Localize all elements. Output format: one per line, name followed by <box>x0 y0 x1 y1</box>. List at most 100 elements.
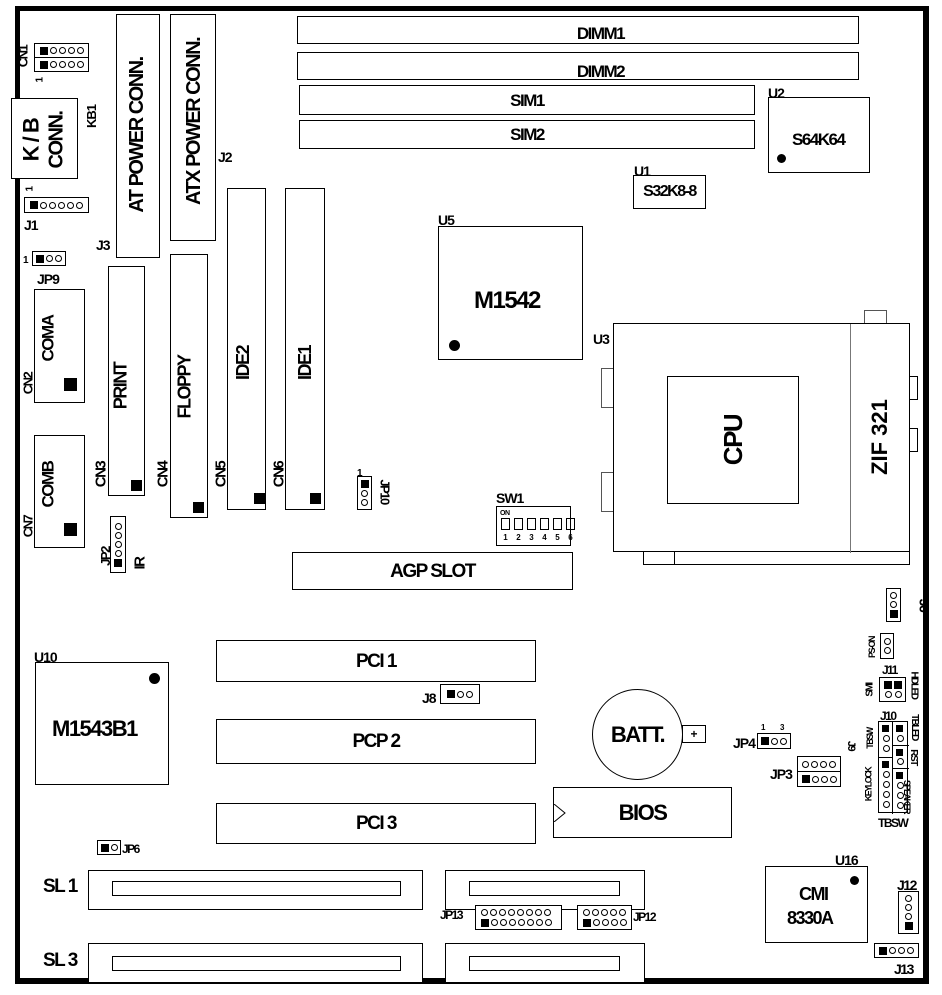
sw1-dip-switch[interactable]: ON 1 2 3 4 5 6 <box>496 506 575 546</box>
socket-lever-divider <box>850 324 851 553</box>
pin1-dot <box>149 673 160 684</box>
sl3-slot-long[interactable] <box>88 943 423 983</box>
ide2-connector[interactable]: IDE2 <box>227 188 266 510</box>
cn1-header-top[interactable] <box>34 43 89 58</box>
keylock-label: KEYLOCK <box>863 767 874 802</box>
j12-label: J12 <box>897 877 917 893</box>
u1-name: S32K8-8 <box>643 183 697 200</box>
j11-label: J11 <box>882 663 898 677</box>
j11-header[interactable] <box>879 677 906 702</box>
cn6-label: CN6 <box>270 461 288 488</box>
dimm2-slot[interactable]: DIMM2 <box>297 52 859 80</box>
bios-label: BIOS <box>618 799 668 825</box>
jp9-label: JP9 <box>37 271 60 287</box>
jp4-header[interactable] <box>757 733 791 749</box>
floppy-connector[interactable]: FLOPPY <box>170 254 208 518</box>
agp-label: AGP SLOT <box>390 560 476 582</box>
pin1-marker <box>64 378 77 391</box>
j6-header[interactable] <box>886 588 901 622</box>
u16-ref: U16 <box>835 852 859 868</box>
dip-pos-4: 4 <box>542 533 547 542</box>
ide1-connector[interactable]: IDE1 <box>285 188 325 510</box>
dip-toggle-6[interactable] <box>566 518 575 530</box>
sim1-label: SIM1 <box>510 90 545 110</box>
u10-chip: M1543B1 <box>35 662 169 785</box>
dimm1-label: DIMM1 <box>576 23 626 43</box>
sim1-slot[interactable]: SIM1 <box>299 85 755 115</box>
cn1-header-bottom[interactable] <box>34 57 89 72</box>
battery-label: BATT. <box>610 721 666 747</box>
jp2-label: JP2 <box>97 547 113 566</box>
atx-power-connector[interactable]: ATX POWER CONN. <box>170 14 216 241</box>
jp2-header[interactable] <box>110 516 126 573</box>
print-connector[interactable]: PRINT <box>108 266 145 496</box>
kb1-label: KB1 <box>84 104 100 129</box>
j8-label: J8 <box>422 690 437 706</box>
ide2-label: IDE2 <box>233 345 254 381</box>
dimm1-slot[interactable]: DIMM1 <box>297 16 859 44</box>
sl1-slot-long[interactable] <box>88 870 423 910</box>
dip-toggle-5[interactable] <box>553 518 562 530</box>
j8-header[interactable] <box>440 684 480 704</box>
jp3-header-top[interactable] <box>797 756 841 772</box>
agp-slot[interactable]: AGP SLOT <box>292 552 573 590</box>
dip-toggle-3[interactable] <box>527 518 536 530</box>
jp12-header[interactable] <box>577 905 632 930</box>
sim2-slot[interactable]: SIM2 <box>299 120 755 149</box>
sl3-slot-short[interactable] <box>445 943 645 983</box>
pin1-marker <box>64 523 77 536</box>
j3-label: J3 <box>96 237 111 253</box>
comb-connector[interactable]: COMB <box>34 435 85 548</box>
jp4-label: JP4 <box>733 735 756 751</box>
sw1-on-label: ON <box>500 510 510 517</box>
jp6-header[interactable] <box>97 840 121 855</box>
cn7-label: CN7 <box>20 515 36 538</box>
pin1-marker <box>131 480 142 491</box>
j1-pin1-label: 1 <box>24 186 36 192</box>
dip-toggle-1[interactable] <box>501 518 510 530</box>
u16-name-line2: 8330A <box>787 908 834 928</box>
pson-header[interactable] <box>880 633 894 659</box>
u2-name: S64K64 <box>792 130 846 149</box>
bios-chip: BIOS <box>553 787 732 838</box>
dip-toggle-2[interactable] <box>514 518 523 530</box>
socket-label: ZIF 321 <box>867 399 892 475</box>
kb-conn-line2: CONN. <box>45 111 68 169</box>
jp9-header[interactable] <box>32 251 66 266</box>
pcp2-slot[interactable]: PCP 2 <box>216 719 536 764</box>
cn5-label: CN5 <box>212 461 230 488</box>
u5-chip: M1542 <box>438 226 583 360</box>
jp10-header[interactable] <box>357 476 372 510</box>
coma-connector[interactable]: COMA <box>34 289 85 403</box>
cpu-socket-bottom-rail <box>643 551 910 565</box>
keyboard-connector[interactable]: K / B CONN. <box>11 98 78 179</box>
sw1-label: SW1 <box>496 490 524 506</box>
pci3-slot[interactable]: PCI 3 <box>216 803 536 844</box>
jp4-pin1-label: 1 <box>761 723 765 732</box>
slot-opening <box>469 956 620 971</box>
cpu-socket[interactable]: CPU ZIF 321 <box>613 323 910 553</box>
pci1-slot[interactable]: PCI 1 <box>216 640 536 682</box>
dip-toggle-4[interactable] <box>540 518 549 530</box>
jp13-header[interactable] <box>475 905 562 930</box>
jp3-header-bottom[interactable] <box>797 771 841 787</box>
jp10-pin1-label: 1 <box>357 468 363 479</box>
sl1-slot-short[interactable] <box>445 870 645 910</box>
speaker-label: SPEAKER <box>902 779 913 814</box>
j2-label: J2 <box>218 149 233 165</box>
j9-front-panel-header[interactable] <box>878 721 909 814</box>
jp9-pin1-label: 1 <box>23 255 29 266</box>
coma-label: COMA <box>38 315 58 362</box>
j13-header[interactable] <box>874 943 919 958</box>
pson-label: PS-ON <box>867 636 878 659</box>
j10-label: J10 <box>880 709 897 723</box>
comb-label: COMB <box>38 461 58 508</box>
tbled-label: TBLED <box>908 714 920 740</box>
sim2-label: SIM2 <box>510 125 545 144</box>
tbsw-label: TBSW <box>864 728 875 749</box>
at-power-connector[interactable]: AT POWER CONN. <box>116 14 160 258</box>
jp13-label: JP13 <box>440 908 464 922</box>
j12-header[interactable] <box>898 891 919 934</box>
dip-pos-3: 3 <box>529 533 534 542</box>
j1-header[interactable] <box>24 197 89 213</box>
